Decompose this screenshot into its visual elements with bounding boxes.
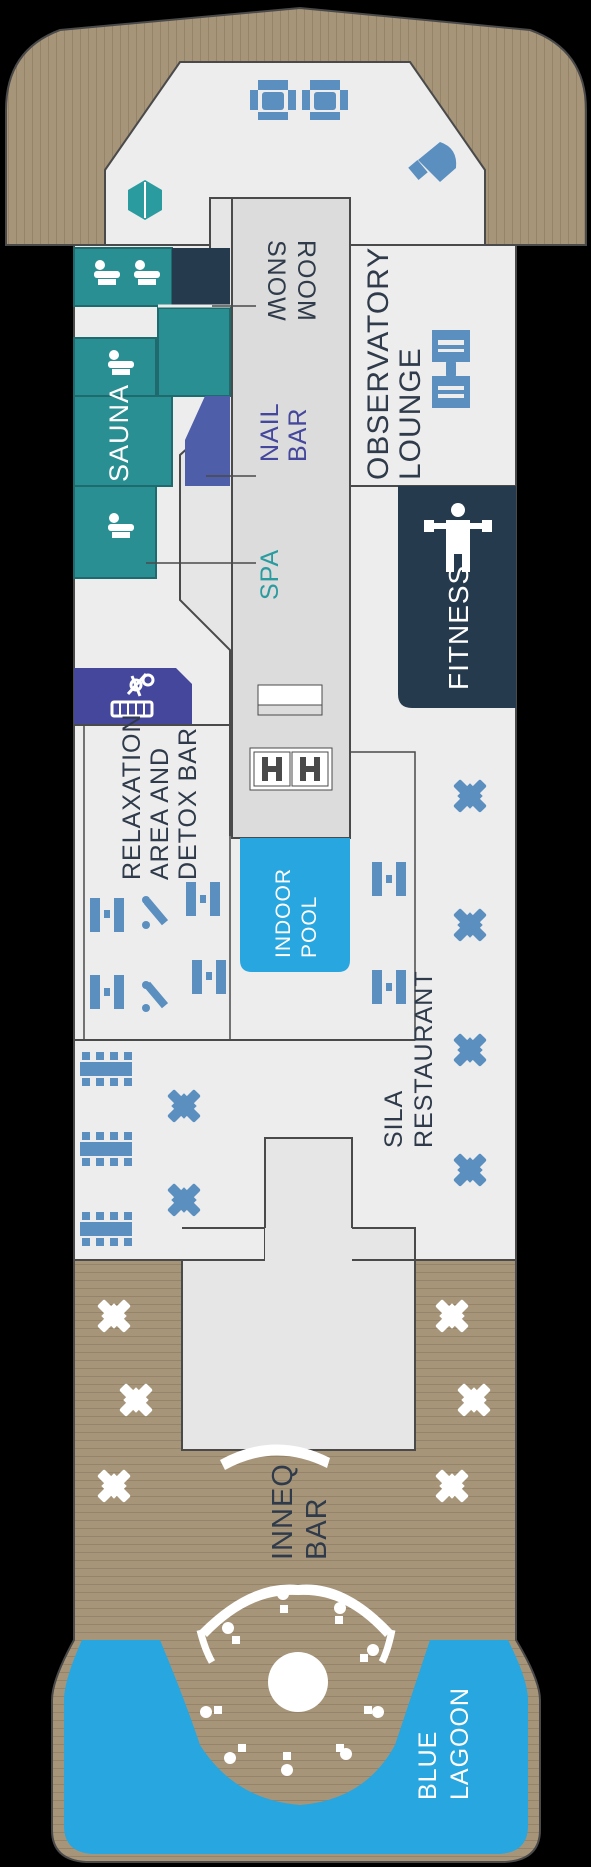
nail-bar-area: [185, 396, 230, 486]
observatory-lounge-label: OBSERVATORY LOUNGE: [362, 239, 427, 480]
snow-room-block: [231, 197, 351, 839]
sauna-room: [73, 395, 173, 487]
hairdresser-icon: [110, 672, 155, 718]
spa-room-right: [157, 307, 231, 397]
blue-lagoon-pool: [64, 1640, 528, 1854]
relaxation-label: RELAXATION AREA AND DETOX BAR: [118, 706, 202, 880]
indoor-pool: [240, 838, 350, 972]
lagoon-loungers-icon: [196, 1444, 396, 1776]
spa-dark-room: [172, 248, 230, 306]
hair-salon: [74, 668, 192, 725]
lounge-chairs-icon: [90, 862, 406, 1012]
spa-label: SPA: [256, 549, 284, 600]
piano-icon: [408, 142, 457, 182]
lounge-chairs-icon: [432, 330, 470, 408]
table-setting-icon: [80, 1052, 132, 1246]
sauna-bench-icon: [262, 757, 320, 781]
massage-table-icon: [94, 260, 160, 538]
indoor-pool-label: INDOOR POOL: [272, 861, 321, 958]
inneq-bar-label: INNEQ BAR: [267, 1454, 333, 1560]
fitness-label: FITNESS: [443, 565, 474, 690]
lounge-chairs-icon: [250, 80, 348, 120]
sila-restaurant-label: SILA RESTAURANT: [380, 970, 438, 1148]
book-icon: [128, 180, 162, 220]
snow-room-label: SNOW ROOM: [262, 240, 320, 330]
sauna-label: SAUNA: [104, 384, 134, 482]
nail-bar-label: NAIL BAR: [256, 395, 312, 462]
blue-lagoon-label: BLUE LAGOON: [414, 1687, 474, 1800]
fitness-room: [398, 486, 516, 708]
fitness-person-icon: [424, 503, 492, 572]
